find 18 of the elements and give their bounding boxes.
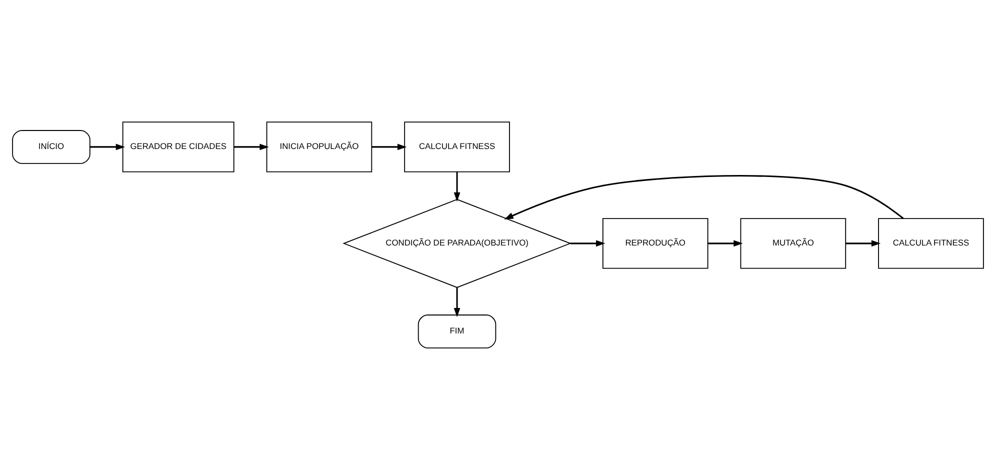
node-box: GERADOR DE CIDADES [122,121,234,172]
node-box: INÍCIO [12,130,90,164]
arrow [504,174,904,219]
node-diamond: CONDIÇÃO DE PARADA(OBJETIVO) [342,198,572,288]
node-box: FIM [418,314,496,348]
node-box: CALCULA FITNESS [404,121,510,172]
arrow [454,286,460,317]
arrow [570,240,606,246]
arrow [454,171,460,202]
node-box: REPRODUÇÃO [602,218,708,268]
arrow [372,143,407,150]
node-box: INICIA POPULAÇÃO [266,121,372,172]
arrow [90,143,126,150]
arrow [234,143,269,150]
node-box: MUTAÇÃO [740,218,846,268]
node-box: CALCULA FITNESS [878,218,984,268]
arrow [708,240,743,246]
arrow [846,240,881,246]
